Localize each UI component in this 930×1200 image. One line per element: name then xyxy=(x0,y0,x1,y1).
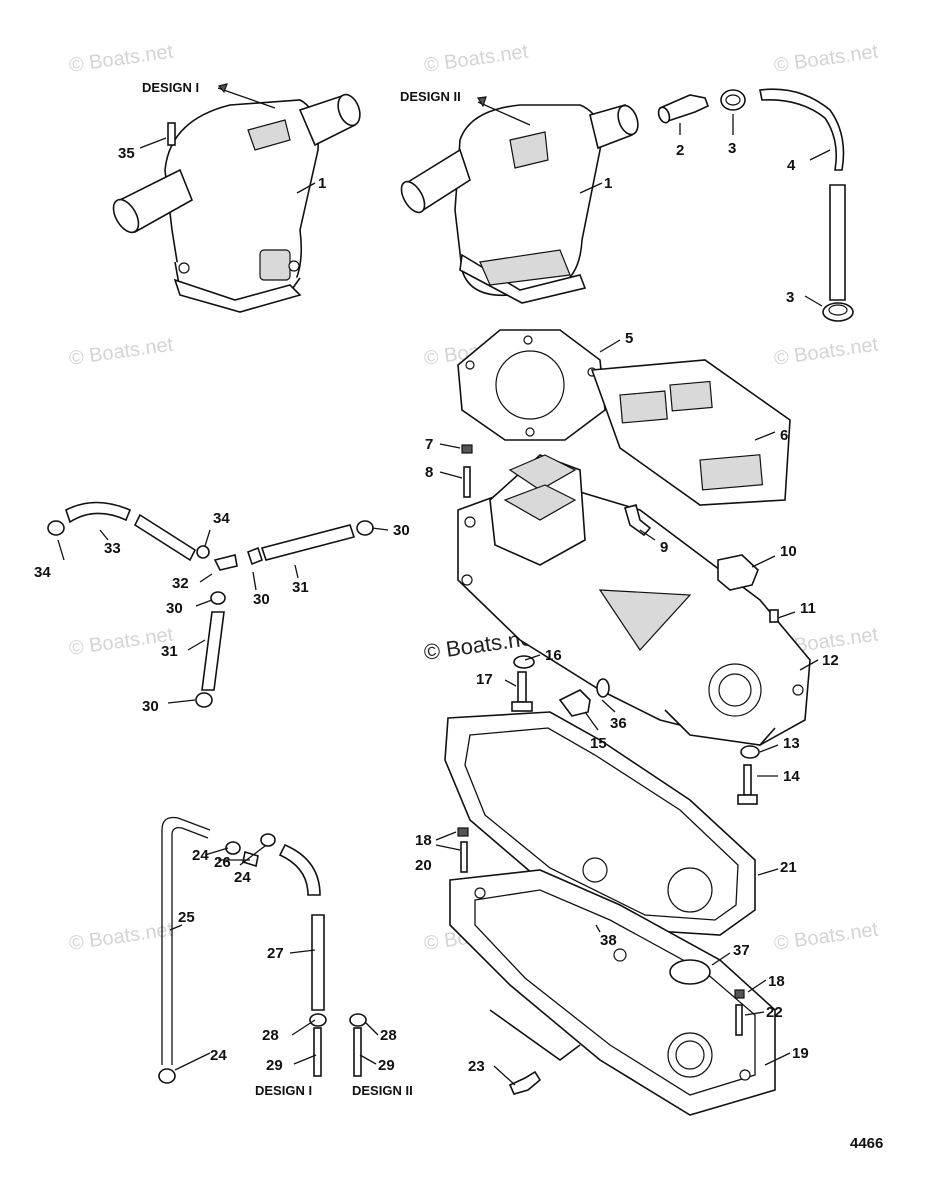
callout-12: 12 xyxy=(822,652,839,669)
callout-30b: 30 xyxy=(166,600,183,617)
callout-22: 22 xyxy=(766,1004,783,1021)
plate-6 xyxy=(590,359,791,506)
callout-34a: 34 xyxy=(213,510,230,527)
cover-plate-19 xyxy=(449,869,776,1116)
hose-clamp-3 xyxy=(720,89,746,111)
hose-4 xyxy=(759,88,846,301)
callout-4: 4 xyxy=(787,157,796,174)
washer-13 xyxy=(740,745,760,759)
callout-23: 23 xyxy=(468,1058,485,1075)
callout-24b: 24 xyxy=(234,869,251,886)
callout-9: 9 xyxy=(660,539,668,556)
bolt-17 xyxy=(511,671,533,712)
adapter-housing-12 xyxy=(457,454,811,746)
callout-2: 2 xyxy=(676,142,684,159)
bolt-14 xyxy=(737,764,758,805)
callout-24a: 24 xyxy=(192,847,209,864)
gasket-21 xyxy=(444,711,756,936)
watermark: © Boats.net xyxy=(773,919,880,955)
callout-6: 6 xyxy=(780,427,788,444)
callout-16: 16 xyxy=(545,647,562,664)
exhaust-elbow-design-2 xyxy=(400,103,639,304)
o-ring-36 xyxy=(596,678,610,698)
design-1-label-bottom: DESIGN I xyxy=(255,1083,312,1098)
watermark: © Boats.net xyxy=(773,334,880,370)
nut-7 xyxy=(461,444,473,454)
fitting-15 xyxy=(558,689,591,717)
callout-38: 38 xyxy=(600,932,617,949)
exhaust-elbow-design-1 xyxy=(112,93,361,313)
callout-34b: 34 xyxy=(34,564,51,581)
callout-37: 37 xyxy=(733,942,750,959)
stud-8 xyxy=(463,466,471,498)
stud-22 xyxy=(735,1004,743,1036)
figure-number: 4466 xyxy=(850,1135,883,1152)
callout-1-design-2: 1 xyxy=(604,175,612,192)
callout-35: 35 xyxy=(118,145,135,162)
callout-5: 5 xyxy=(625,330,633,347)
callout-18a: 18 xyxy=(415,832,432,849)
watermark: © Boats.net xyxy=(773,41,880,77)
callout-21: 21 xyxy=(780,859,797,876)
hose-fitting-2 xyxy=(657,94,710,124)
callout-numbers: 35 1 1 2 3 4 3 5 6 7 8 9 10 11 12 13 14 … xyxy=(34,140,839,1075)
callout-1-design-1: 1 xyxy=(318,175,326,192)
leader-lines xyxy=(57,114,831,1086)
stud-35 xyxy=(167,122,176,146)
nut-18b xyxy=(734,989,745,999)
callout-3: 3 xyxy=(728,140,736,157)
callout-30a: 30 xyxy=(253,591,270,608)
hose-clamp-3b xyxy=(822,302,854,322)
callout-33: 33 xyxy=(104,540,121,557)
callout-29a: 29 xyxy=(266,1057,283,1074)
callout-20: 20 xyxy=(415,857,432,874)
watermark: © Boats.net xyxy=(68,624,175,660)
fitting-23 xyxy=(508,1070,542,1095)
callout-13: 13 xyxy=(783,735,800,752)
callout-24c: 24 xyxy=(210,1047,227,1064)
watermark: © Boats.net xyxy=(68,41,175,77)
callout-28a: 28 xyxy=(262,1027,279,1044)
stud-20 xyxy=(460,841,468,873)
gasket-5 xyxy=(457,329,606,441)
callout-18b: 18 xyxy=(768,973,785,990)
hose-assembly-30-34 xyxy=(47,501,374,708)
callout-11: 11 xyxy=(800,600,816,617)
callout-7: 7 xyxy=(425,436,433,453)
callout-17: 17 xyxy=(476,671,493,688)
watermark: © Boats.net xyxy=(68,919,175,955)
elbow-fitting-10 xyxy=(717,554,759,591)
callout-31b: 31 xyxy=(161,643,178,660)
callout-14: 14 xyxy=(783,768,800,785)
hose-assembly-24-29 xyxy=(158,816,367,1084)
callout-36: 36 xyxy=(610,715,627,732)
callout-28b: 28 xyxy=(380,1027,397,1044)
callout-30c: 30 xyxy=(393,522,410,539)
callout-25: 25 xyxy=(178,909,195,926)
o-ring-37 xyxy=(669,959,711,985)
callout-8: 8 xyxy=(425,464,433,481)
elbow-fitting-9 xyxy=(624,504,652,537)
nut-18a xyxy=(457,827,469,837)
callout-10: 10 xyxy=(780,543,797,560)
callout-30d: 30 xyxy=(142,698,159,715)
callout-31a: 31 xyxy=(292,579,309,596)
design-1-label: DESIGN I xyxy=(142,80,199,95)
callout-19: 19 xyxy=(792,1045,809,1062)
watermark: © Boats.net xyxy=(423,41,530,77)
callout-29b: 29 xyxy=(378,1057,395,1074)
design-2-label-bottom: DESIGN II xyxy=(352,1083,413,1098)
pin-11 xyxy=(769,609,779,623)
callout-32: 32 xyxy=(172,575,189,592)
callout-3b: 3 xyxy=(786,289,794,306)
design-2-label: DESIGN II xyxy=(400,89,461,104)
design-labels: DESIGN I DESIGN II DESIGN I DESIGN II xyxy=(142,80,531,1098)
watermark: © Boats.net xyxy=(68,334,175,370)
callout-27: 27 xyxy=(267,945,284,962)
callout-15: 15 xyxy=(590,735,607,752)
callout-26: 26 xyxy=(214,854,231,871)
